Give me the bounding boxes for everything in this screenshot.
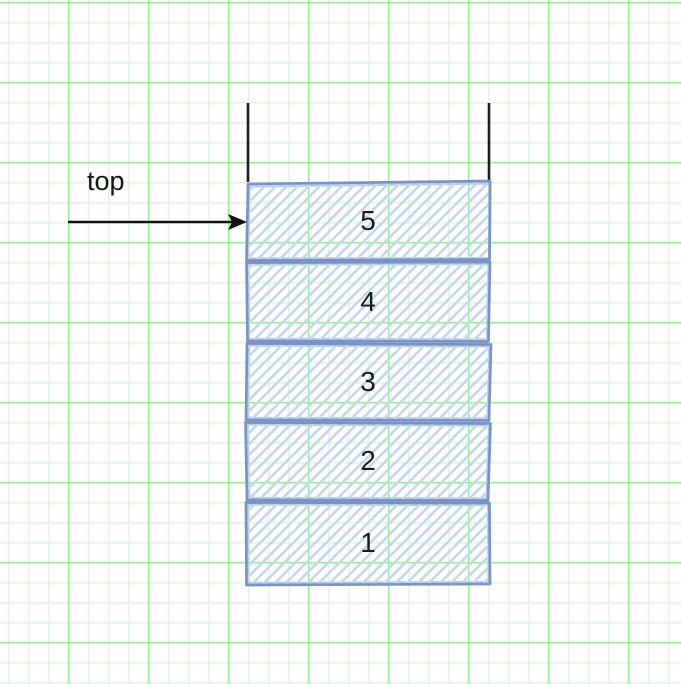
top-pointer-label: top bbox=[87, 166, 125, 196]
arrow-head bbox=[228, 214, 247, 230]
stack-box-3-outline bbox=[244, 342, 493, 422]
stack-box-4 bbox=[245, 260, 492, 343]
stack-box-4-label: 4 bbox=[360, 286, 376, 317]
stack-box-2-label: 2 bbox=[360, 445, 376, 476]
stack-box-1-outline bbox=[244, 501, 492, 587]
stack-box-3 bbox=[244, 342, 493, 422]
stack-box-3-label: 3 bbox=[360, 366, 376, 397]
stack-box-5-outline bbox=[245, 179, 492, 262]
stack-box-2 bbox=[244, 421, 492, 502]
stack-box-5 bbox=[245, 179, 492, 262]
stack-box-5-label: 5 bbox=[360, 205, 376, 236]
top-pointer-arrow bbox=[68, 214, 247, 230]
stack-box-1 bbox=[244, 501, 492, 587]
stack-box-2-outline bbox=[244, 421, 492, 502]
stack-box-4-outline bbox=[245, 260, 492, 343]
stack-box-1-label: 1 bbox=[360, 527, 376, 558]
